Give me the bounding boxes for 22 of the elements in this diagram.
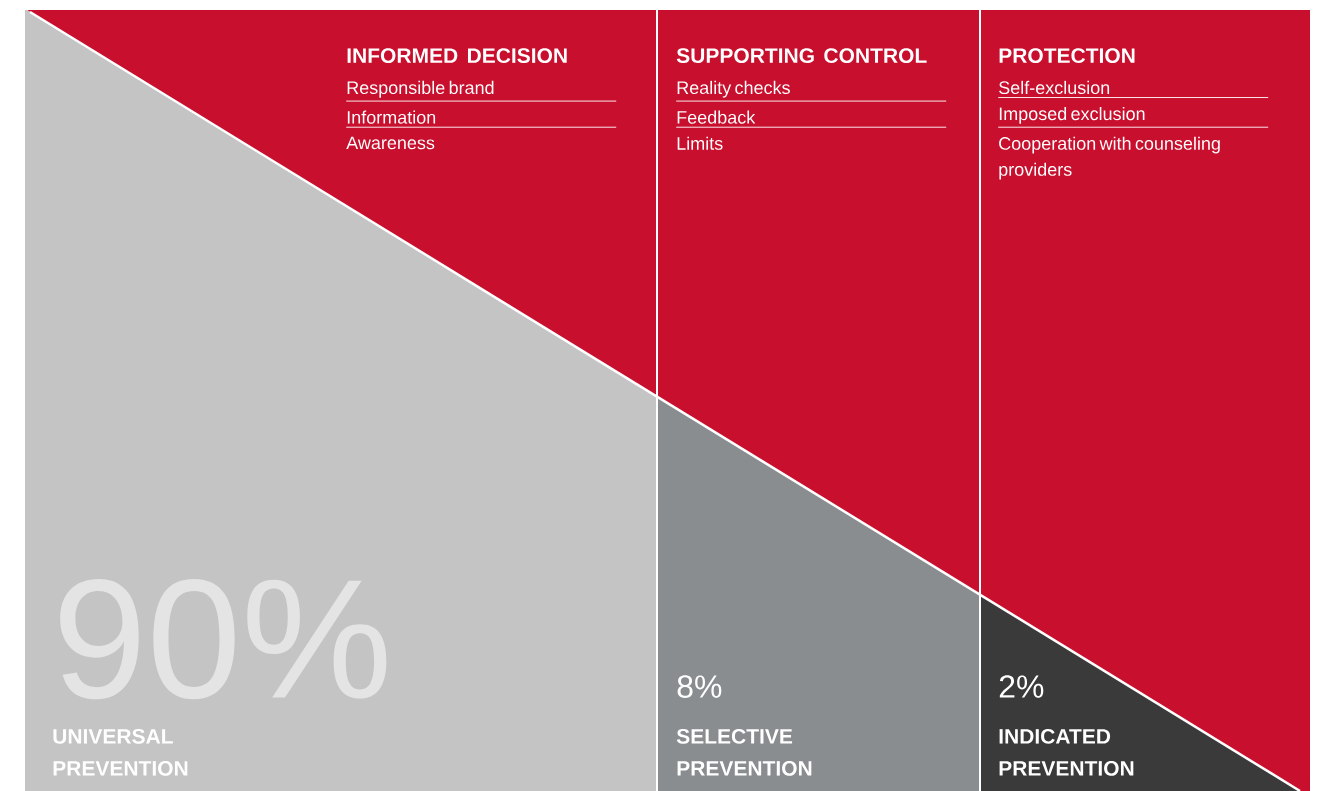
category-title: INDICATED PREVENTION <box>999 728 1134 776</box>
list-item: Feedback <box>677 110 756 124</box>
heading-text: SUPPORTING CONTROL <box>676 48 927 64</box>
percentage-text: 8% <box>677 675 722 698</box>
panel-region <box>25 10 657 791</box>
panel-region <box>657 396 980 791</box>
list-item: Reality checks <box>677 80 790 98</box>
list-item: Imposed exclusion <box>999 106 1145 124</box>
panel-region <box>980 10 1310 791</box>
category-title: SELECTIVE PREVENTION <box>676 728 812 776</box>
panel-region <box>27 10 657 397</box>
panel-region <box>657 10 980 595</box>
list-item: Self-exclusion <box>999 80 1110 95</box>
percentage-text: 2% <box>999 675 1044 698</box>
heading-text: INFORMED DECISION <box>347 48 567 64</box>
list-item: Responsible brand <box>347 80 494 98</box>
list-item: Cooperation with counseling providers <box>999 136 1220 180</box>
list-item: Awareness <box>346 136 435 150</box>
list-item: Limits <box>677 136 723 150</box>
heading-text: PROTECTION <box>999 48 1135 64</box>
list-item: Information <box>347 110 436 124</box>
category-title: UNIVERSAL PREVENTION <box>53 728 188 776</box>
